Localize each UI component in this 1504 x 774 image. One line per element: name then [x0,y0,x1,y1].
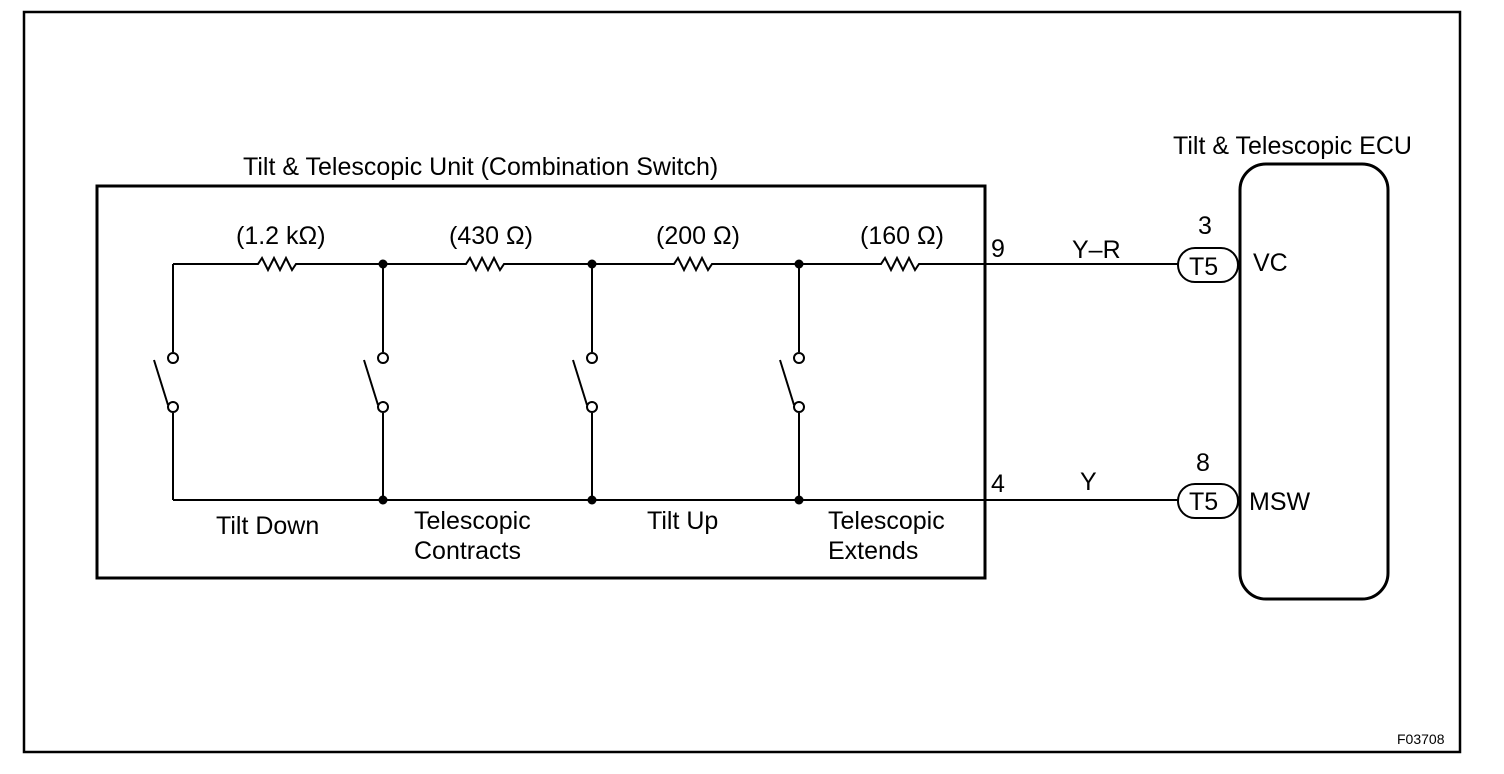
figure-id: F03708 [1397,731,1445,747]
switch-2-label: Telescopic [414,507,531,535]
switch-2-label-line2: Contracts [414,537,521,565]
switch-tilt-down [153,264,179,500]
switch-4-label-line2: Extends [828,537,918,565]
connector-msw-code: T5 [1189,488,1218,516]
resistor-labels: (1.2 kΩ) (430 Ω) (200 Ω) (160 Ω) [236,222,944,250]
top-rail [173,255,1178,273]
pin-4-label: 4 [991,470,1005,498]
resistor-3-label: (200 Ω) [656,222,740,250]
switch-3-label: Tilt Up [647,507,718,535]
unit-title: Tilt & Telescopic Unit (Combination Swit… [243,153,718,181]
unit-box [95,184,987,580]
ecu-box [1238,162,1390,601]
resistor-2-label: (430 Ω) [449,222,533,250]
resistor-1-label: (1.2 kΩ) [236,222,326,250]
connector-msw-signal: MSW [1249,488,1311,516]
switch-telescopic-contracts [363,264,389,500]
switch-1-label: Tilt Down [216,512,319,540]
connector-vc-pin: 3 [1198,212,1212,240]
wire-color-top: Y–R [1072,236,1121,264]
connector-vc-code: T5 [1189,253,1218,281]
wire-color-bottom: Y [1080,468,1097,496]
pin-9-label: 9 [991,235,1005,263]
switch-tilt-up [572,264,598,500]
resistor-4-label: (160 Ω) [860,222,944,250]
connector-msw: 8 T5 MSW [1177,449,1311,519]
connector-vc-signal: VC [1253,249,1288,277]
switch-telescopic-extends [779,264,805,500]
figure-frame [22,10,1462,754]
junction-dots [378,259,804,505]
connector-msw-pin: 8 [1196,449,1210,477]
ecu-title: Tilt & Telescopic ECU [1173,132,1412,160]
connector-vc: 3 T5 VC [1177,212,1288,283]
switch-4-label: Telescopic [828,507,945,535]
